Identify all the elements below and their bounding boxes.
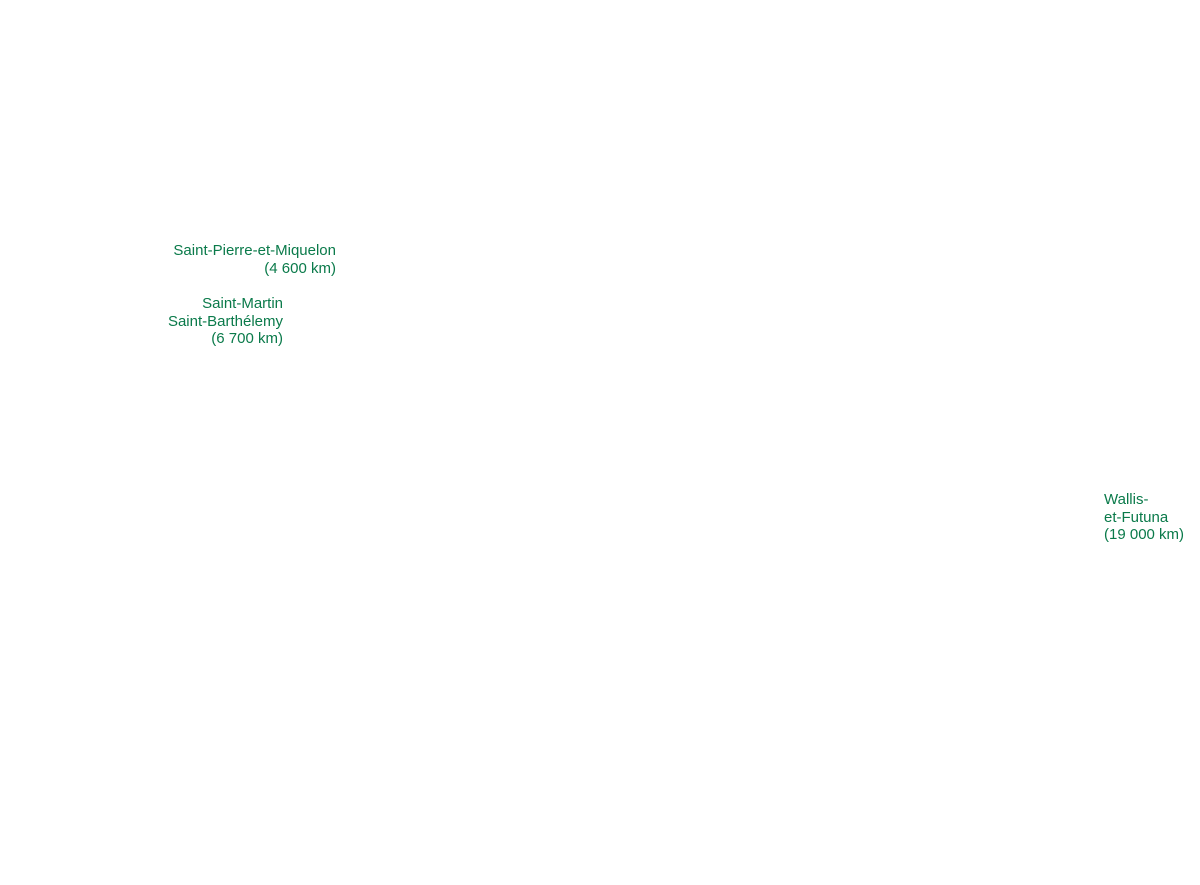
territory-distance: (19 000 km) [1104, 526, 1185, 543]
territory-name: Saint-Pierre-et-Miquelon [173, 242, 336, 259]
territory-label-saint-martin-saint-barthelemy: Saint-Martin Saint-Barthélemy (6 700 km) [150, 295, 283, 348]
territory-name: Wallis- [1104, 491, 1149, 508]
territory-name: Saint-Martin [202, 295, 283, 312]
territory-label-saint-pierre-et-miquelon: Saint-Pierre-et-Miquelon (4 600 km) [150, 242, 336, 277]
territory-distance: (6 700 km) [211, 330, 283, 347]
territory-name: et-Futuna [1104, 508, 1169, 526]
territory-distance: (4 600 km) [264, 259, 336, 277]
territory-name: Saint-Barthélemy [167, 312, 283, 330]
territory-label-wallis-et-futuna: Wallis- et-Futuna (19 000 km) [1104, 491, 1196, 544]
